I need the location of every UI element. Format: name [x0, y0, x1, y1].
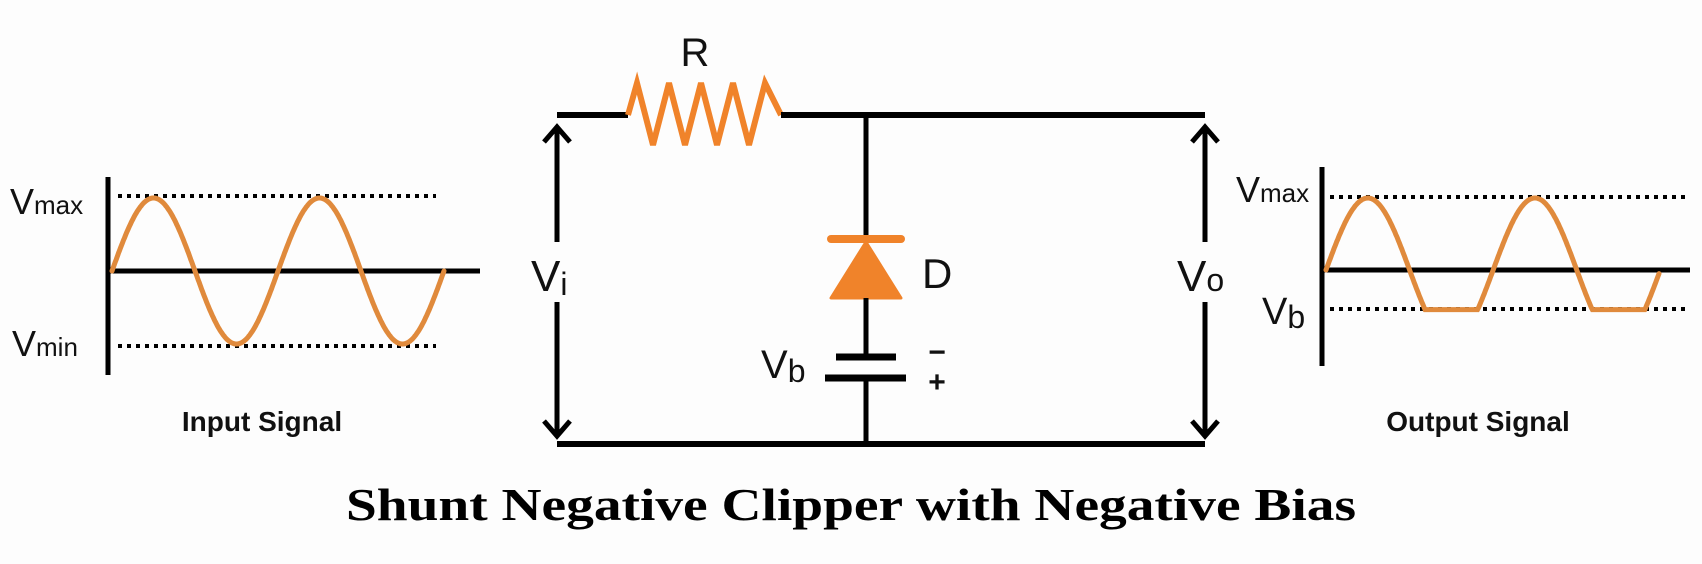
battery-label: Vb — [761, 343, 805, 389]
output-voltage-label: Vo — [1177, 252, 1224, 301]
output-signal-graph: Vmax Vb Output Signal — [1236, 167, 1690, 437]
diode-triangle — [829, 240, 903, 300]
resistor — [625, 71, 784, 146]
output-voltage-arrow — [1190, 123, 1220, 440]
input-voltage-label: Vi — [531, 252, 567, 302]
input-vmin-label: Vmin — [12, 323, 78, 364]
output-signal-caption: Output Signal — [1386, 406, 1570, 437]
diode-symbol — [827, 235, 905, 300]
diode-label: D — [922, 250, 952, 297]
output-waveform — [1323, 195, 1662, 313]
input-waveform — [109, 195, 447, 347]
input-vmax-label: Vmax — [10, 181, 83, 222]
battery-symbol — [825, 353, 906, 382]
input-voltage-arrow — [542, 123, 572, 440]
battery-positive-terminal: + — [928, 366, 946, 399]
input-signal-caption: Input Signal — [182, 406, 342, 437]
battery-negative-terminal: − — [928, 336, 946, 369]
resistor-label: R — [681, 31, 710, 75]
input-signal-graph: Vmax Vmin Input Signal — [10, 177, 480, 437]
output-vb-label: Vb — [1262, 291, 1305, 335]
output-vmax-label: Vmax — [1236, 169, 1309, 210]
circuit: R D Vi Vo Vb − + — [531, 31, 1224, 447]
diagram-title: Shunt Negative Clipper with Negative Bia… — [346, 479, 1356, 530]
